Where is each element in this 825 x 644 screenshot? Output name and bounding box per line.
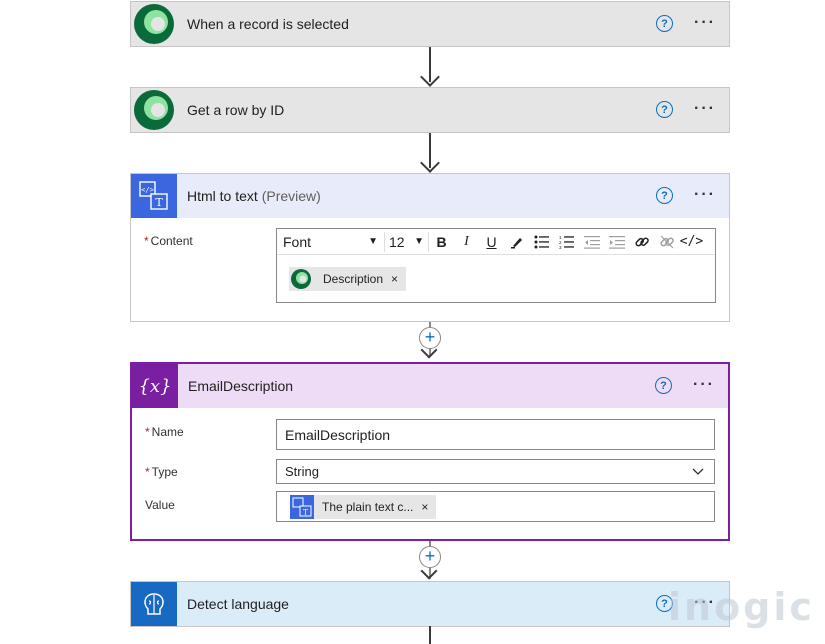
help-icon[interactable]: ? (656, 101, 673, 118)
name-label: *Name (145, 425, 184, 439)
arrow-down-icon (420, 153, 440, 173)
description-token[interactable]: Description × (289, 267, 407, 291)
italic-icon[interactable]: I (464, 233, 469, 249)
value-input[interactable]: T The plain text c... × (276, 491, 715, 522)
token-label: Description (323, 272, 384, 286)
dataverse-icon (131, 2, 177, 46)
more-icon[interactable]: ··· (694, 594, 716, 611)
svg-text:T: T (155, 196, 163, 209)
underline-icon[interactable]: U (486, 233, 497, 250)
caret-down-icon: ▼ (414, 236, 424, 247)
dataverse-icon (291, 269, 311, 289)
unlink-icon[interactable] (654, 231, 679, 253)
token-label: The plain text c... (322, 500, 414, 514)
connector-line (429, 133, 431, 168)
more-icon[interactable]: ··· (694, 100, 716, 117)
increase-indent-icon[interactable] (604, 231, 629, 253)
required-mark: * (145, 425, 150, 439)
chevron-down-icon (692, 468, 704, 475)
content-label: *Content (144, 234, 193, 248)
add-step-plus-icon[interactable]: + (419, 327, 441, 349)
bold-icon[interactable]: B (436, 233, 447, 250)
trigger-header[interactable]: When a record is selected ? ··· (131, 2, 729, 46)
type-value: String (285, 464, 319, 479)
add-step-plus-icon[interactable]: + (419, 546, 441, 568)
arrow-down-icon (420, 67, 440, 87)
html-to-text-title-text: Html to text (187, 188, 258, 204)
trigger-title: When a record is selected (187, 16, 349, 32)
svg-text:1: 1 (559, 235, 562, 240)
font-value: Font (283, 233, 312, 250)
highlight-icon[interactable] (504, 231, 529, 253)
remove-token-icon[interactable]: × (391, 272, 399, 286)
name-label-text: Name (151, 425, 184, 439)
watermark-logo: inogic (668, 585, 815, 629)
html-to-text-header[interactable]: </> T Html to text (Preview) ? ··· (131, 174, 729, 218)
variable-icon: {𝑥} (132, 364, 178, 408)
more-icon[interactable]: ··· (693, 376, 715, 393)
email-description-header[interactable]: {𝑥} EmailDescription ? ··· (132, 364, 728, 408)
size-value: 12 (389, 233, 405, 250)
detect-language-title: Detect language (187, 596, 289, 612)
svg-text:T: T (303, 509, 308, 517)
bullet-list-icon[interactable] (529, 231, 554, 253)
svg-text:</>: </> (141, 186, 154, 194)
connector-line (429, 626, 431, 644)
html-to-text-card[interactable]: </> T Html to text (Preview) ? ··· *Cont… (130, 173, 730, 322)
remove-token-icon[interactable]: × (421, 500, 429, 514)
decrease-indent-icon[interactable] (579, 231, 604, 253)
plain-text-token[interactable]: T The plain text c... × (290, 495, 437, 519)
type-label: *Type (145, 465, 178, 479)
html-to-text-icon: T (290, 495, 314, 519)
more-icon[interactable]: ··· (694, 186, 716, 203)
detect-language-header[interactable]: Detect language ? ··· (131, 582, 729, 626)
name-input[interactable]: EmailDescription (276, 419, 715, 450)
required-mark: * (144, 234, 149, 248)
preview-tag: (Preview) (261, 188, 321, 204)
type-select[interactable]: String (276, 459, 715, 484)
link-icon[interactable] (629, 231, 654, 253)
type-label-text: Type (151, 465, 178, 479)
content-label-text: Content (150, 234, 193, 248)
help-icon[interactable]: ? (656, 15, 673, 32)
required-mark: * (145, 465, 150, 479)
dataverse-icon (131, 88, 177, 132)
caret-down-icon: ▼ (368, 236, 378, 247)
get-row-title: Get a row by ID (187, 102, 285, 118)
help-icon[interactable]: ? (655, 377, 672, 394)
html-to-text-icon: </> T (131, 174, 177, 218)
svg-text:3: 3 (559, 245, 562, 249)
get-row-card[interactable]: Get a row by ID ? ··· (130, 87, 730, 133)
get-row-header[interactable]: Get a row by ID ? ··· (131, 88, 729, 132)
brain-icon (131, 582, 177, 626)
detect-language-card[interactable]: Detect language ? ··· (130, 581, 730, 627)
more-icon[interactable]: ··· (694, 14, 716, 31)
help-icon[interactable]: ? (656, 595, 673, 612)
value-label: Value (145, 498, 175, 512)
trigger-card[interactable]: When a record is selected ? ··· (130, 1, 730, 47)
size-dropdown[interactable]: 12 ▼ (385, 231, 429, 252)
connector-line (429, 47, 431, 82)
email-description-card[interactable]: {𝑥} EmailDescription ? ··· *Name EmailDe… (130, 362, 730, 541)
svg-text:2: 2 (559, 240, 562, 245)
code-view-icon[interactable]: </> (679, 234, 704, 249)
help-icon[interactable]: ? (656, 187, 673, 204)
email-description-title: EmailDescription (188, 378, 294, 394)
html-to-text-title: Html to text (Preview) (187, 188, 321, 204)
font-dropdown[interactable]: Font ▼ (277, 231, 385, 252)
svg-text:{𝑥}: {𝑥} (138, 376, 171, 397)
